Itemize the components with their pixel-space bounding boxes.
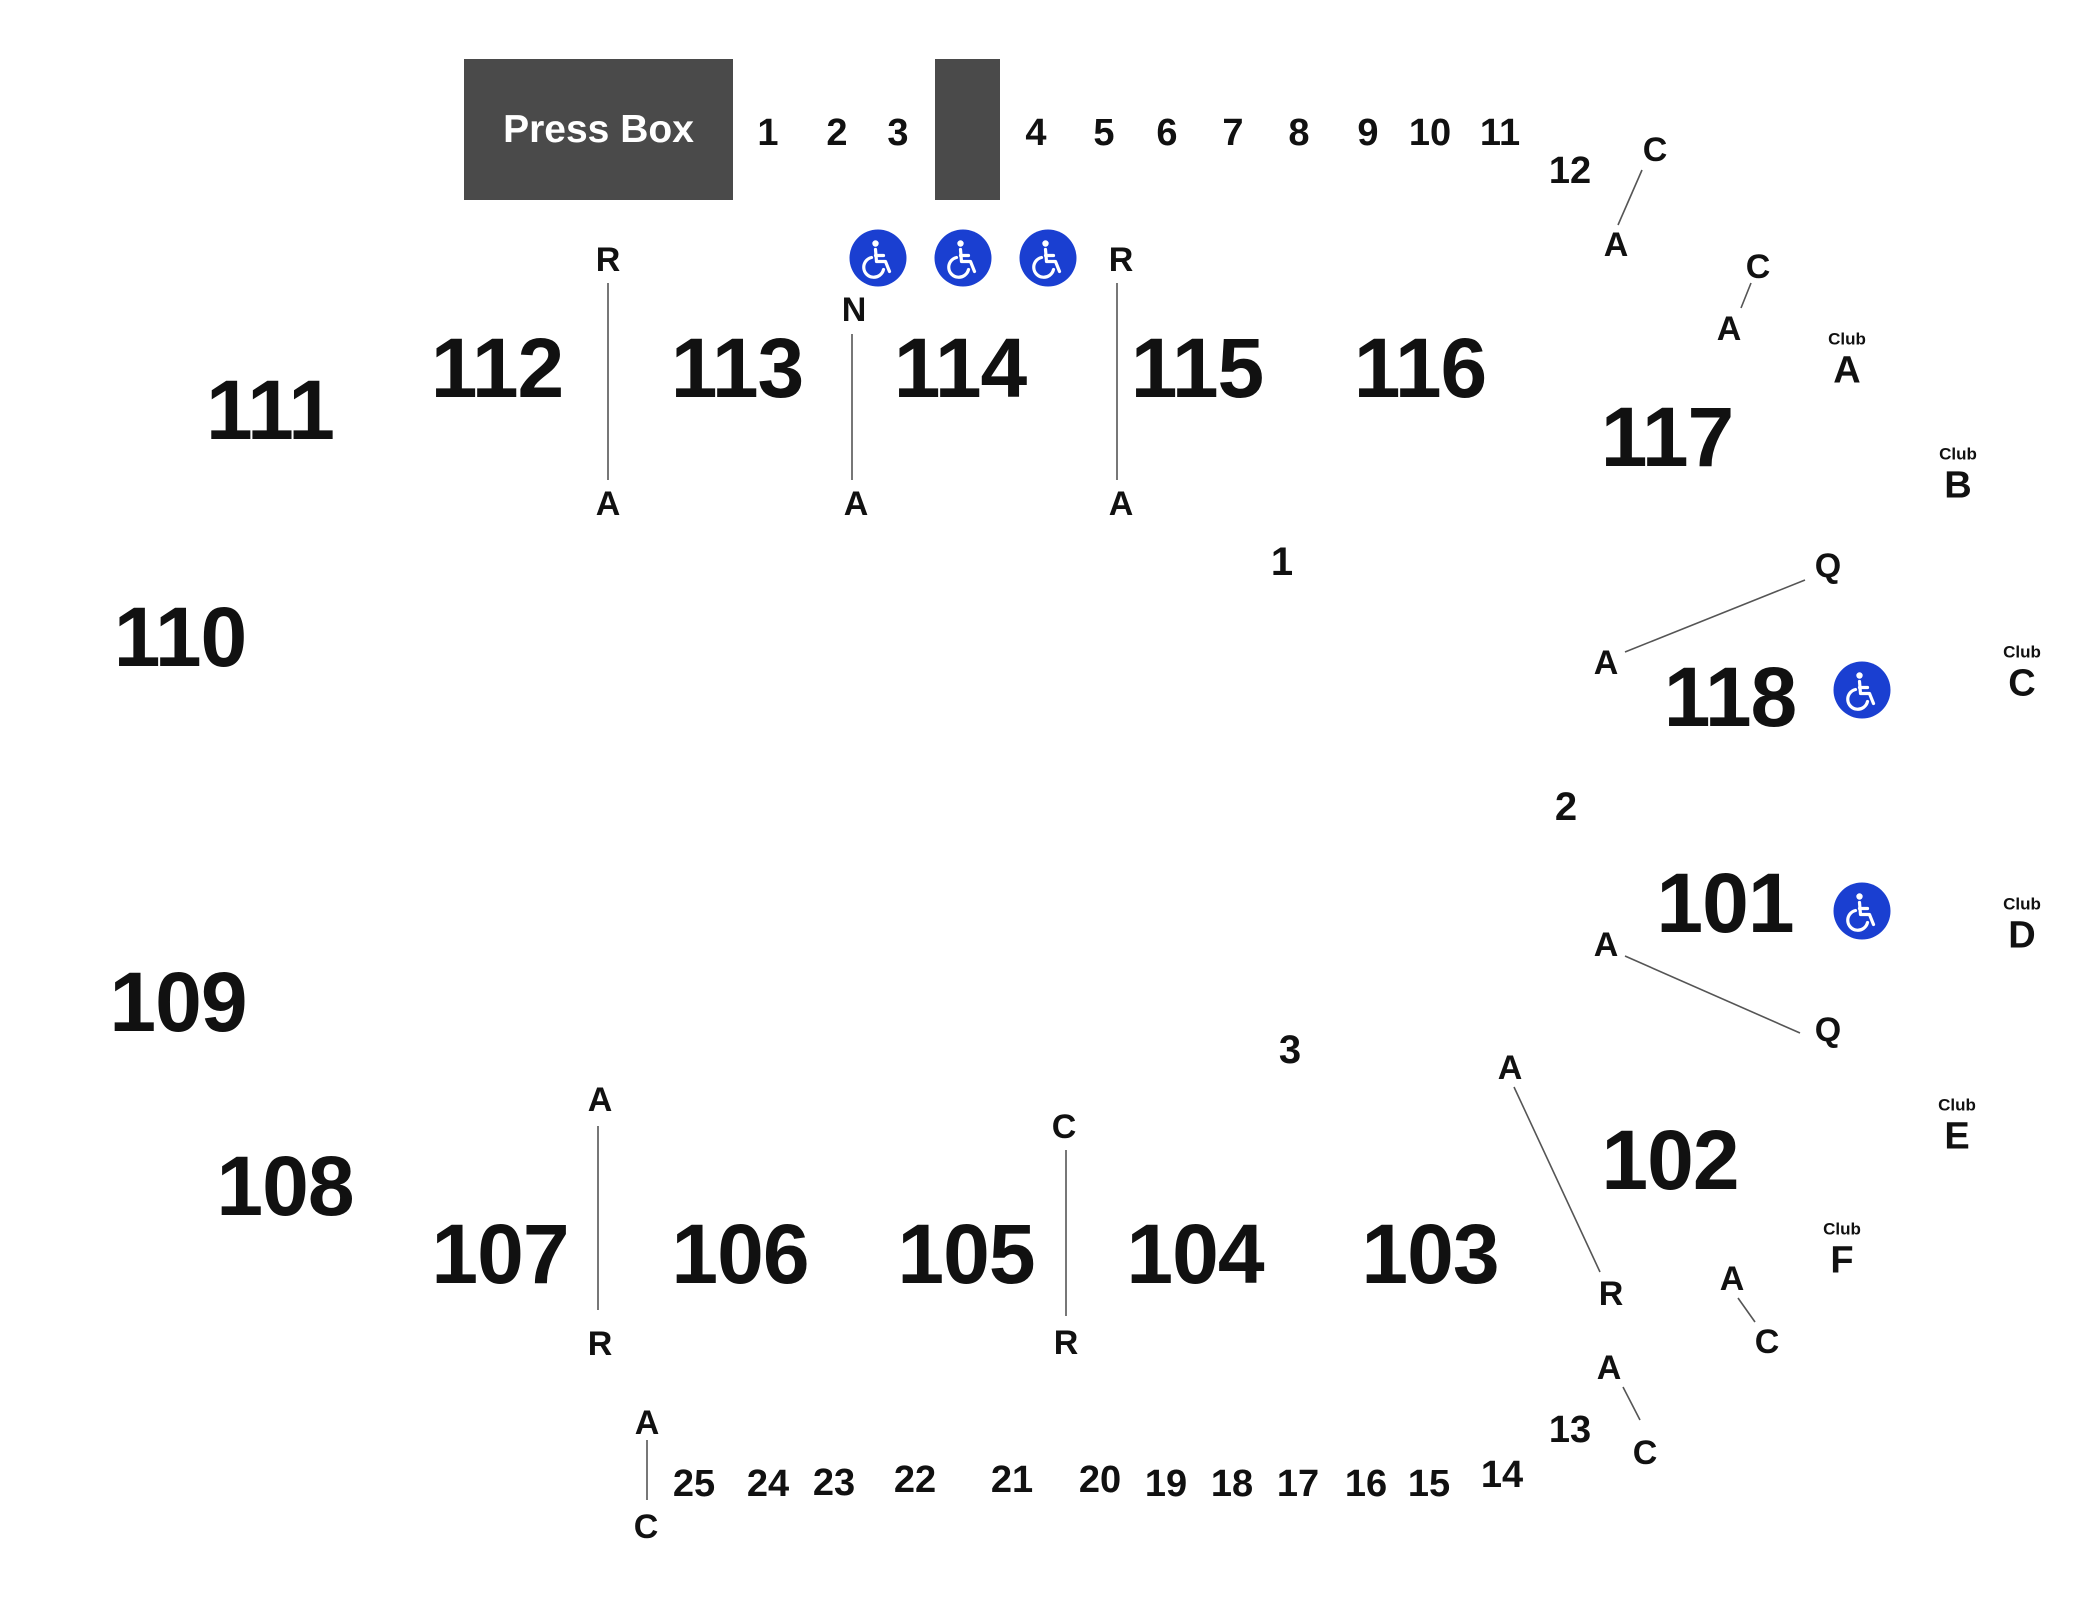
row-label-13-top: A (1596, 1349, 1622, 1387)
section-102[interactable]: 102 (1601, 1113, 1739, 1207)
row-label-112-bottom: A (595, 485, 621, 523)
row-label-103-top: A (1497, 1049, 1523, 1087)
suite-25[interactable]: 25 (672, 1463, 716, 1505)
club-c-letter: C (2008, 662, 2036, 705)
row-label-107-bottom: R (587, 1325, 613, 1363)
club-a-kicker: Club (1828, 329, 1866, 349)
suite-5[interactable]: 5 (1093, 112, 1115, 154)
booth-block (935, 59, 1000, 200)
aisle-2: 2 (1554, 785, 1578, 829)
suite-3[interactable]: 3 (887, 112, 909, 154)
wheelchair-icon[interactable] (1833, 661, 1891, 719)
row-label-117-top: C (1745, 248, 1771, 286)
club-f-kicker: Club (1823, 1219, 1861, 1239)
section-111[interactable]: 111 (206, 363, 335, 457)
section-118[interactable]: 118 (1663, 650, 1798, 744)
club-d-kicker: Club (2003, 894, 2041, 914)
suite-4[interactable]: 4 (1025, 112, 1047, 154)
section-113[interactable]: 113 (670, 321, 805, 415)
club-b[interactable]: Club B (1939, 446, 1977, 505)
club-a[interactable]: Club A (1828, 331, 1866, 390)
row-label-102-top: A (1719, 1260, 1745, 1298)
row-label-116-bottom: A (1603, 226, 1629, 264)
row-label-118-bottom: A (1593, 644, 1619, 682)
section-114[interactable]: 114 (893, 321, 1028, 415)
suite-12[interactable]: 12 (1548, 150, 1592, 192)
club-b-letter: B (1944, 464, 1972, 507)
club-c-kicker: Club (2003, 642, 2041, 662)
suite-22[interactable]: 22 (893, 1459, 937, 1501)
suite-7[interactable]: 7 (1222, 112, 1244, 154)
row-label-101-bottom: Q (1814, 1011, 1842, 1049)
suite-14[interactable]: 14 (1480, 1454, 1524, 1496)
club-e[interactable]: Club E (1938, 1097, 1976, 1156)
club-d[interactable]: Club D (2003, 896, 2041, 955)
suite-1[interactable]: 1 (757, 112, 779, 154)
row-label-107-top: A (587, 1081, 613, 1119)
club-b-kicker: Club (1939, 444, 1977, 464)
club-f-letter: F (1830, 1239, 1854, 1282)
row-label-25-top: A (634, 1404, 660, 1442)
suite-17[interactable]: 17 (1276, 1463, 1320, 1505)
section-109[interactable]: 109 (109, 955, 247, 1049)
suite-13[interactable]: 13 (1548, 1409, 1592, 1451)
row-label-105-top: C (1051, 1108, 1077, 1146)
suite-18[interactable]: 18 (1210, 1463, 1254, 1505)
suite-6[interactable]: 6 (1156, 112, 1178, 154)
section-115[interactable]: 115 (1130, 321, 1265, 415)
section-106[interactable]: 106 (671, 1207, 809, 1301)
row-label-102-bottom: C (1754, 1323, 1780, 1361)
row-label-25-bottom: C (633, 1508, 659, 1546)
press-box-label: Press Box (503, 107, 694, 151)
wheelchair-icon[interactable] (1019, 229, 1077, 287)
suite-23[interactable]: 23 (812, 1462, 856, 1504)
club-f[interactable]: Club F (1823, 1221, 1861, 1280)
section-117[interactable]: 117 (1600, 390, 1735, 484)
suite-16[interactable]: 16 (1344, 1463, 1388, 1505)
row-label-101-top: A (1593, 926, 1619, 964)
club-e-kicker: Club (1938, 1095, 1976, 1115)
club-a-letter: A (1833, 349, 1861, 392)
suite-9[interactable]: 9 (1357, 112, 1379, 154)
section-103[interactable]: 103 (1361, 1207, 1499, 1301)
row-label-118-top: Q (1814, 547, 1842, 585)
row-label-116-top: C (1642, 131, 1668, 169)
section-107[interactable]: 107 (431, 1207, 569, 1301)
section-110[interactable]: 110 (113, 590, 248, 684)
section-112[interactable]: 112 (430, 321, 565, 415)
section-108[interactable]: 108 (216, 1139, 354, 1233)
row-label-112-top: R (595, 241, 621, 279)
suite-2[interactable]: 2 (826, 112, 848, 154)
wheelchair-icon[interactable] (934, 229, 992, 287)
section-105[interactable]: 105 (897, 1207, 1035, 1301)
row-label-117-bottom: A (1716, 310, 1742, 348)
row-label-13-bottom: C (1632, 1434, 1658, 1472)
wheelchair-icon[interactable] (849, 229, 907, 287)
section-104[interactable]: 104 (1126, 1207, 1264, 1301)
suite-21[interactable]: 21 (990, 1459, 1034, 1501)
section-101[interactable]: 101 (1656, 856, 1794, 950)
club-c[interactable]: Club C (2003, 644, 2041, 703)
suite-11[interactable]: 11 (1479, 112, 1521, 154)
row-label-105-bottom: R (1053, 1324, 1079, 1362)
suite-24[interactable]: 24 (746, 1463, 790, 1505)
row-label-113-bottom: A (843, 485, 869, 523)
row-label-113-top: N (841, 291, 867, 329)
wheelchair-icon[interactable] (1833, 882, 1891, 940)
club-e-letter: E (1944, 1115, 1970, 1158)
suite-15[interactable]: 15 (1407, 1463, 1451, 1505)
suite-10[interactable]: 10 (1408, 112, 1452, 154)
section-116[interactable]: 116 (1353, 321, 1488, 415)
suite-19[interactable]: 19 (1144, 1463, 1188, 1505)
suite-8[interactable]: 8 (1288, 112, 1310, 154)
press-box: Press Box (464, 59, 733, 200)
row-label-115-top: R (1108, 241, 1134, 279)
row-label-115-bottom: A (1108, 485, 1134, 523)
suite-20[interactable]: 20 (1078, 1459, 1122, 1501)
aisle-1: 1 (1270, 540, 1294, 584)
aisle-3: 3 (1278, 1028, 1302, 1072)
club-d-letter: D (2008, 914, 2036, 957)
row-label-103-bottom: R (1598, 1275, 1624, 1313)
